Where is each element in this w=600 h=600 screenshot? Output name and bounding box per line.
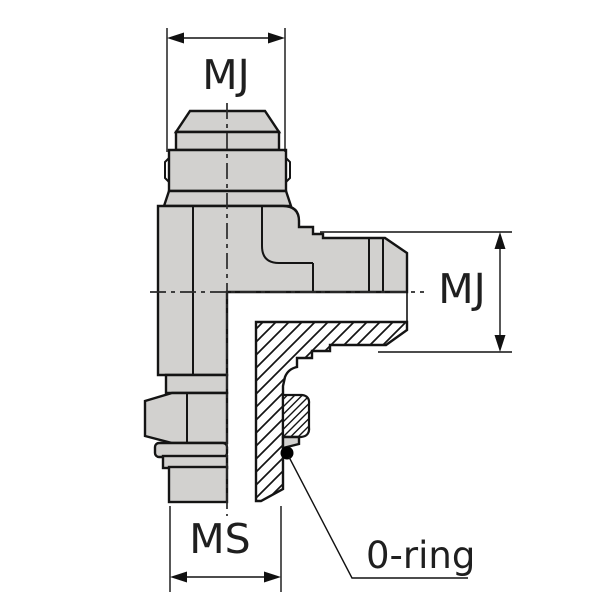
locknut-section — [281, 393, 311, 439]
extension-lines-bottom — [169, 506, 282, 592]
body-and-side-port — [156, 204, 409, 377]
dimension-side-port: MJ — [320, 231, 512, 353]
body-outline — [156, 204, 409, 377]
arrowhead-left-icon — [167, 32, 184, 44]
side-port-label: MJ — [438, 265, 485, 313]
oring-callout: 0-ring — [288, 456, 475, 579]
extension-lines-top — [166, 28, 286, 152]
dimension-top-port: MJ — [166, 28, 286, 152]
body-section-hatch — [254, 320, 409, 503]
arrowhead-left-icon — [170, 571, 187, 583]
oring-dot — [280, 446, 294, 460]
body-fillet-contour — [261, 206, 314, 292]
top-port-label: MJ — [202, 51, 249, 99]
bottom-port-label: MS — [189, 515, 250, 563]
side-port-thread-edges — [368, 238, 384, 292]
stud-external — [167, 465, 229, 504]
extension-lines-side — [320, 231, 512, 353]
body-section — [254, 292, 409, 503]
bottom-port-external — [143, 373, 229, 504]
arrowhead-up-icon — [494, 232, 506, 249]
arrowhead-down-icon — [494, 335, 506, 352]
oring-leader-line — [288, 456, 468, 579]
arrowhead-right-icon — [264, 571, 281, 583]
bottom-flange-band — [164, 373, 229, 395]
top-hex-chamfer-left-right — [164, 157, 291, 183]
oring-label: 0-ring — [366, 534, 475, 577]
dimension-bottom-port: MS — [169, 506, 282, 592]
washer-section — [281, 435, 301, 450]
arrowhead-right-icon — [268, 32, 285, 44]
